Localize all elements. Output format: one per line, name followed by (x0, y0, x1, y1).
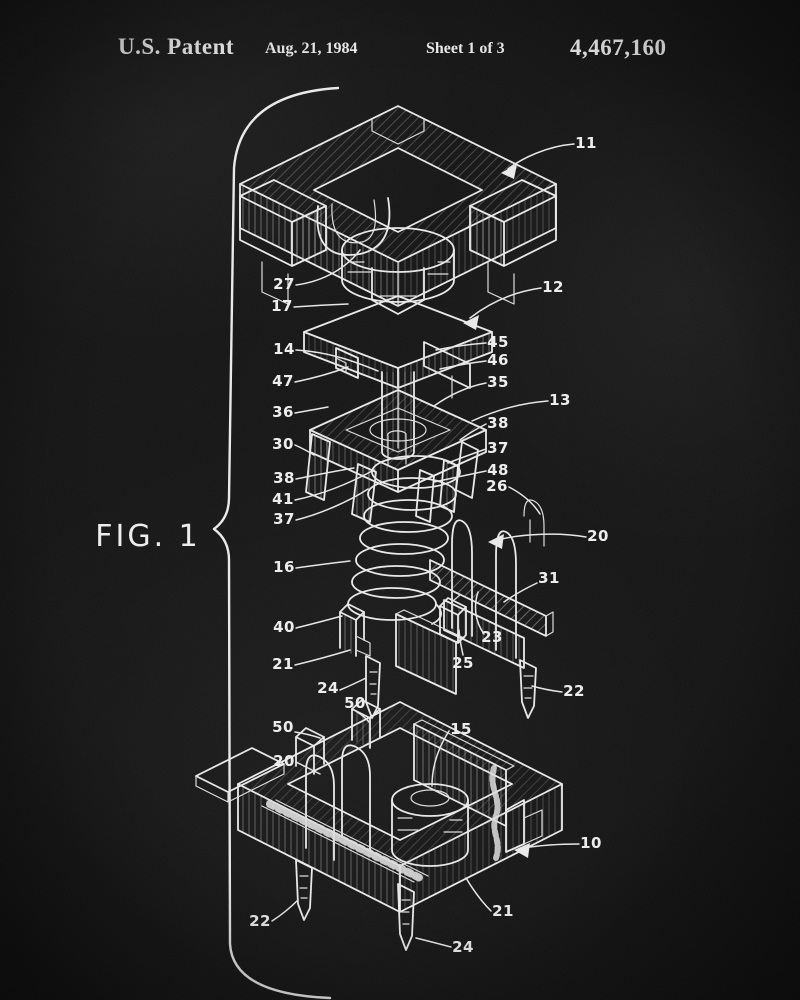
vignette-overlay (0, 0, 800, 1000)
patent-print-page: U.S. Patent Aug. 21, 1984 Sheet 1 of 3 4… (0, 0, 800, 1000)
patent-drawing-canvas: U.S. Patent Aug. 21, 1984 Sheet 1 of 3 4… (0, 0, 800, 1000)
